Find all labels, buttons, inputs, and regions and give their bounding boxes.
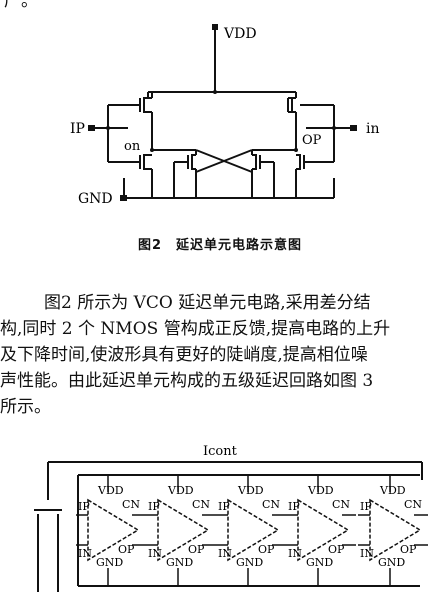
stage-vdd-label: VDD (167, 484, 194, 497)
stage-ip-label: IP (148, 500, 160, 513)
delay-stage-body (87, 498, 140, 562)
stage-ip-label: IP (218, 500, 230, 513)
stage-ip-label: IP (78, 500, 90, 513)
previous-paragraph-fragment: 产。 (4, 0, 38, 11)
delay-stage-body (369, 498, 422, 562)
stage-gnd-label: GND (166, 556, 193, 569)
ip-terminal (88, 125, 95, 131)
stage-cn-label: CN (192, 498, 210, 511)
in-label: in (366, 121, 380, 137)
stage-in-label: IN (148, 547, 162, 560)
stage-in-label: IN (218, 547, 232, 560)
stage-op-label: OP (400, 543, 417, 556)
paragraph-line: 图2 所示为 VCO 延迟单元电路,采用差分结 (44, 293, 371, 313)
on-label: on (124, 139, 141, 154)
stage-gnd-label: GND (378, 556, 405, 569)
paragraph-line: 构,同时 2 个 NMOS 管构成正反馈,提高电路的上升 (0, 319, 391, 339)
stage-vdd-label: VDD (97, 484, 124, 497)
paragraph-line: 声性能。由此延迟单元构成的五级延迟回路如图 3 (0, 371, 374, 391)
stage-ip-label: IP (288, 500, 300, 513)
stage-ip-label: IP (360, 500, 372, 513)
vdd-terminal (212, 24, 218, 30)
delay-stage-body (227, 498, 280, 562)
stage-op-label: OP (258, 543, 275, 556)
stage-gnd-label: GND (96, 556, 123, 569)
paragraph-line: 所示。 (0, 397, 51, 417)
stage-vdd-label: VDD (379, 484, 406, 497)
stage-cn-label: CN (262, 498, 280, 511)
ip-label: IP (70, 121, 85, 137)
gnd-label: GND (78, 191, 113, 207)
stage-cn-label: CN (332, 498, 350, 511)
stage-op-label: OP (188, 543, 205, 556)
in-terminal (350, 125, 357, 131)
delay-stage-body (157, 498, 210, 562)
stage-in-label: IN (288, 547, 302, 560)
gnd-terminal (120, 195, 127, 201)
stage-vdd-label: VDD (237, 484, 264, 497)
stage-vdd-label: VDD (307, 484, 334, 497)
stage-in-label: IN (78, 547, 92, 560)
stage-in-label: IN (360, 547, 374, 560)
icont-label: Icont (203, 444, 238, 459)
delay-stage-body (297, 498, 350, 562)
stage-op-label: OP (328, 543, 345, 556)
op-label: OP (302, 133, 322, 148)
stage-gnd-label: GND (306, 556, 333, 569)
paragraph-line: 及下降时间,使波形具有更好的陡峭度,提高相位噪 (0, 345, 368, 365)
stage-cn-label: CN (404, 498, 422, 511)
body-paragraph: 图2 所示为 VCO 延迟单元电路,采用差分结 构,同时 2 个 NMOS 管构… (0, 290, 440, 420)
vdd-label: VDD (223, 26, 257, 42)
stage-cn-label: CN (122, 498, 140, 511)
figure-2-caption: 图2 延迟单元电路示意图 (137, 238, 303, 253)
stage-op-label: OP (118, 543, 135, 556)
stage-gnd-label: GND (236, 556, 263, 569)
